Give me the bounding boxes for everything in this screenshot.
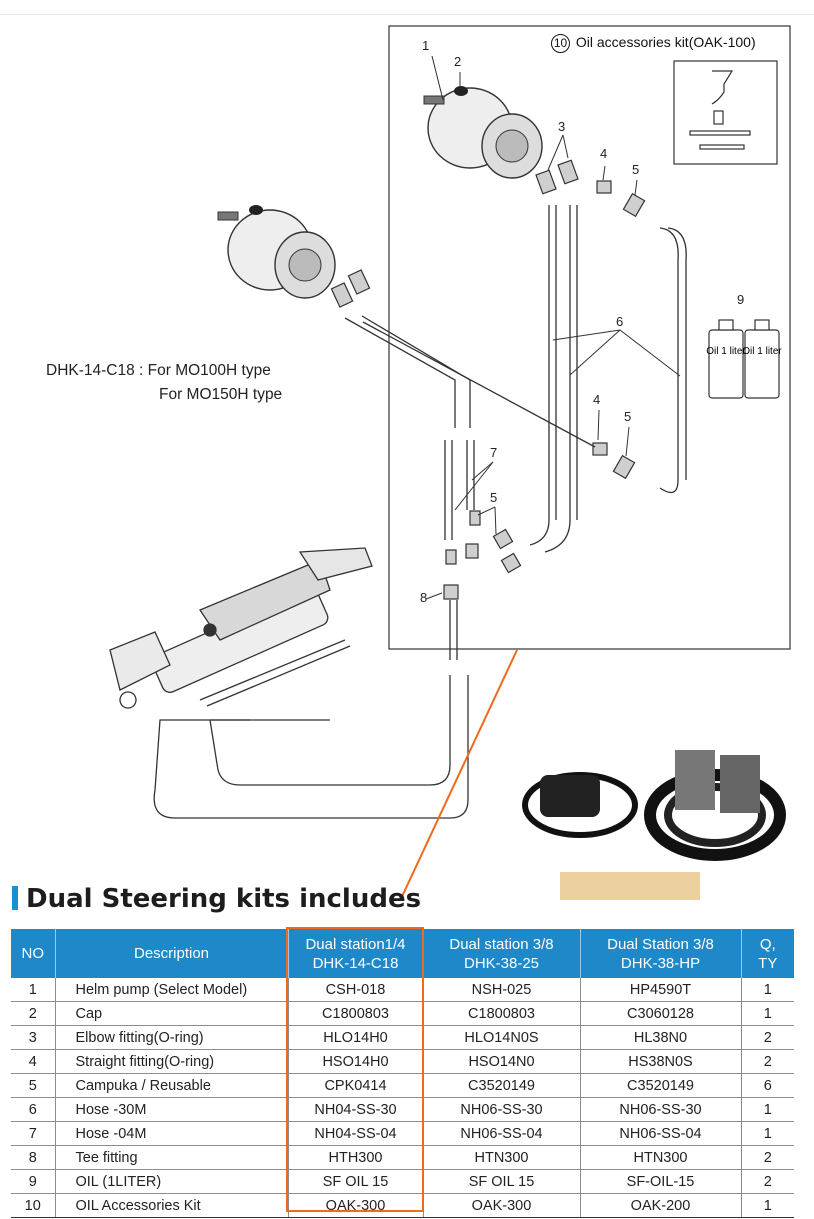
model-note-line-1: DHK-14-C18 : For MO100H type (46, 362, 271, 379)
oil-bottles (708, 319, 780, 399)
callout-3: 3 (558, 119, 566, 134)
helm-pump-lower (217, 205, 336, 299)
accessories-box (673, 60, 778, 165)
kit-number: 10 (551, 34, 570, 53)
col-header-qty: Q,TY (740, 929, 794, 978)
kit-frame (388, 25, 791, 650)
title-accent-bar (12, 886, 18, 910)
kit-label-text: Oil accessories kit(OAK-100) (575, 34, 756, 50)
product-photo (522, 750, 786, 900)
callout-5c: 5 (490, 490, 498, 505)
callout-6: 6 (616, 314, 624, 329)
model-note-line-2: For MO150H type (159, 386, 283, 403)
section-title-text: Dual Steering kits includes (26, 884, 422, 914)
leader-lines (425, 55, 681, 600)
helm-pump-top (423, 86, 543, 179)
callout-5: 5 (632, 162, 640, 177)
hoses (153, 205, 687, 819)
kit-label: 10 Oil accessories kit(OAK-100) (551, 34, 756, 53)
callout-4b: 4 (593, 392, 601, 407)
callout-9: 9 (737, 292, 745, 307)
callout-5b: 5 (624, 409, 632, 424)
callout-2: 2 (454, 54, 462, 69)
oil-bottle-label-2: Oil 1 liter (742, 346, 782, 357)
callout-7: 7 (490, 445, 498, 460)
steering-cylinder (109, 547, 373, 709)
fittings (330, 159, 646, 600)
parts-diagram: Oil 1 liter Oil 1 liter (109, 25, 791, 900)
col-header-description: Description (54, 929, 288, 978)
section-title: Dual Steering kits includes (12, 884, 421, 914)
callout-1: 1 (422, 38, 430, 53)
oil-bottle-label-1: Oil 1 liter (706, 346, 746, 357)
callout-8: 8 (420, 590, 428, 605)
top-divider (0, 14, 814, 15)
funnel-icon (689, 70, 751, 150)
col-header-no: NO (11, 929, 55, 978)
callout-4: 4 (600, 146, 608, 161)
highlight-pointer (399, 649, 518, 900)
